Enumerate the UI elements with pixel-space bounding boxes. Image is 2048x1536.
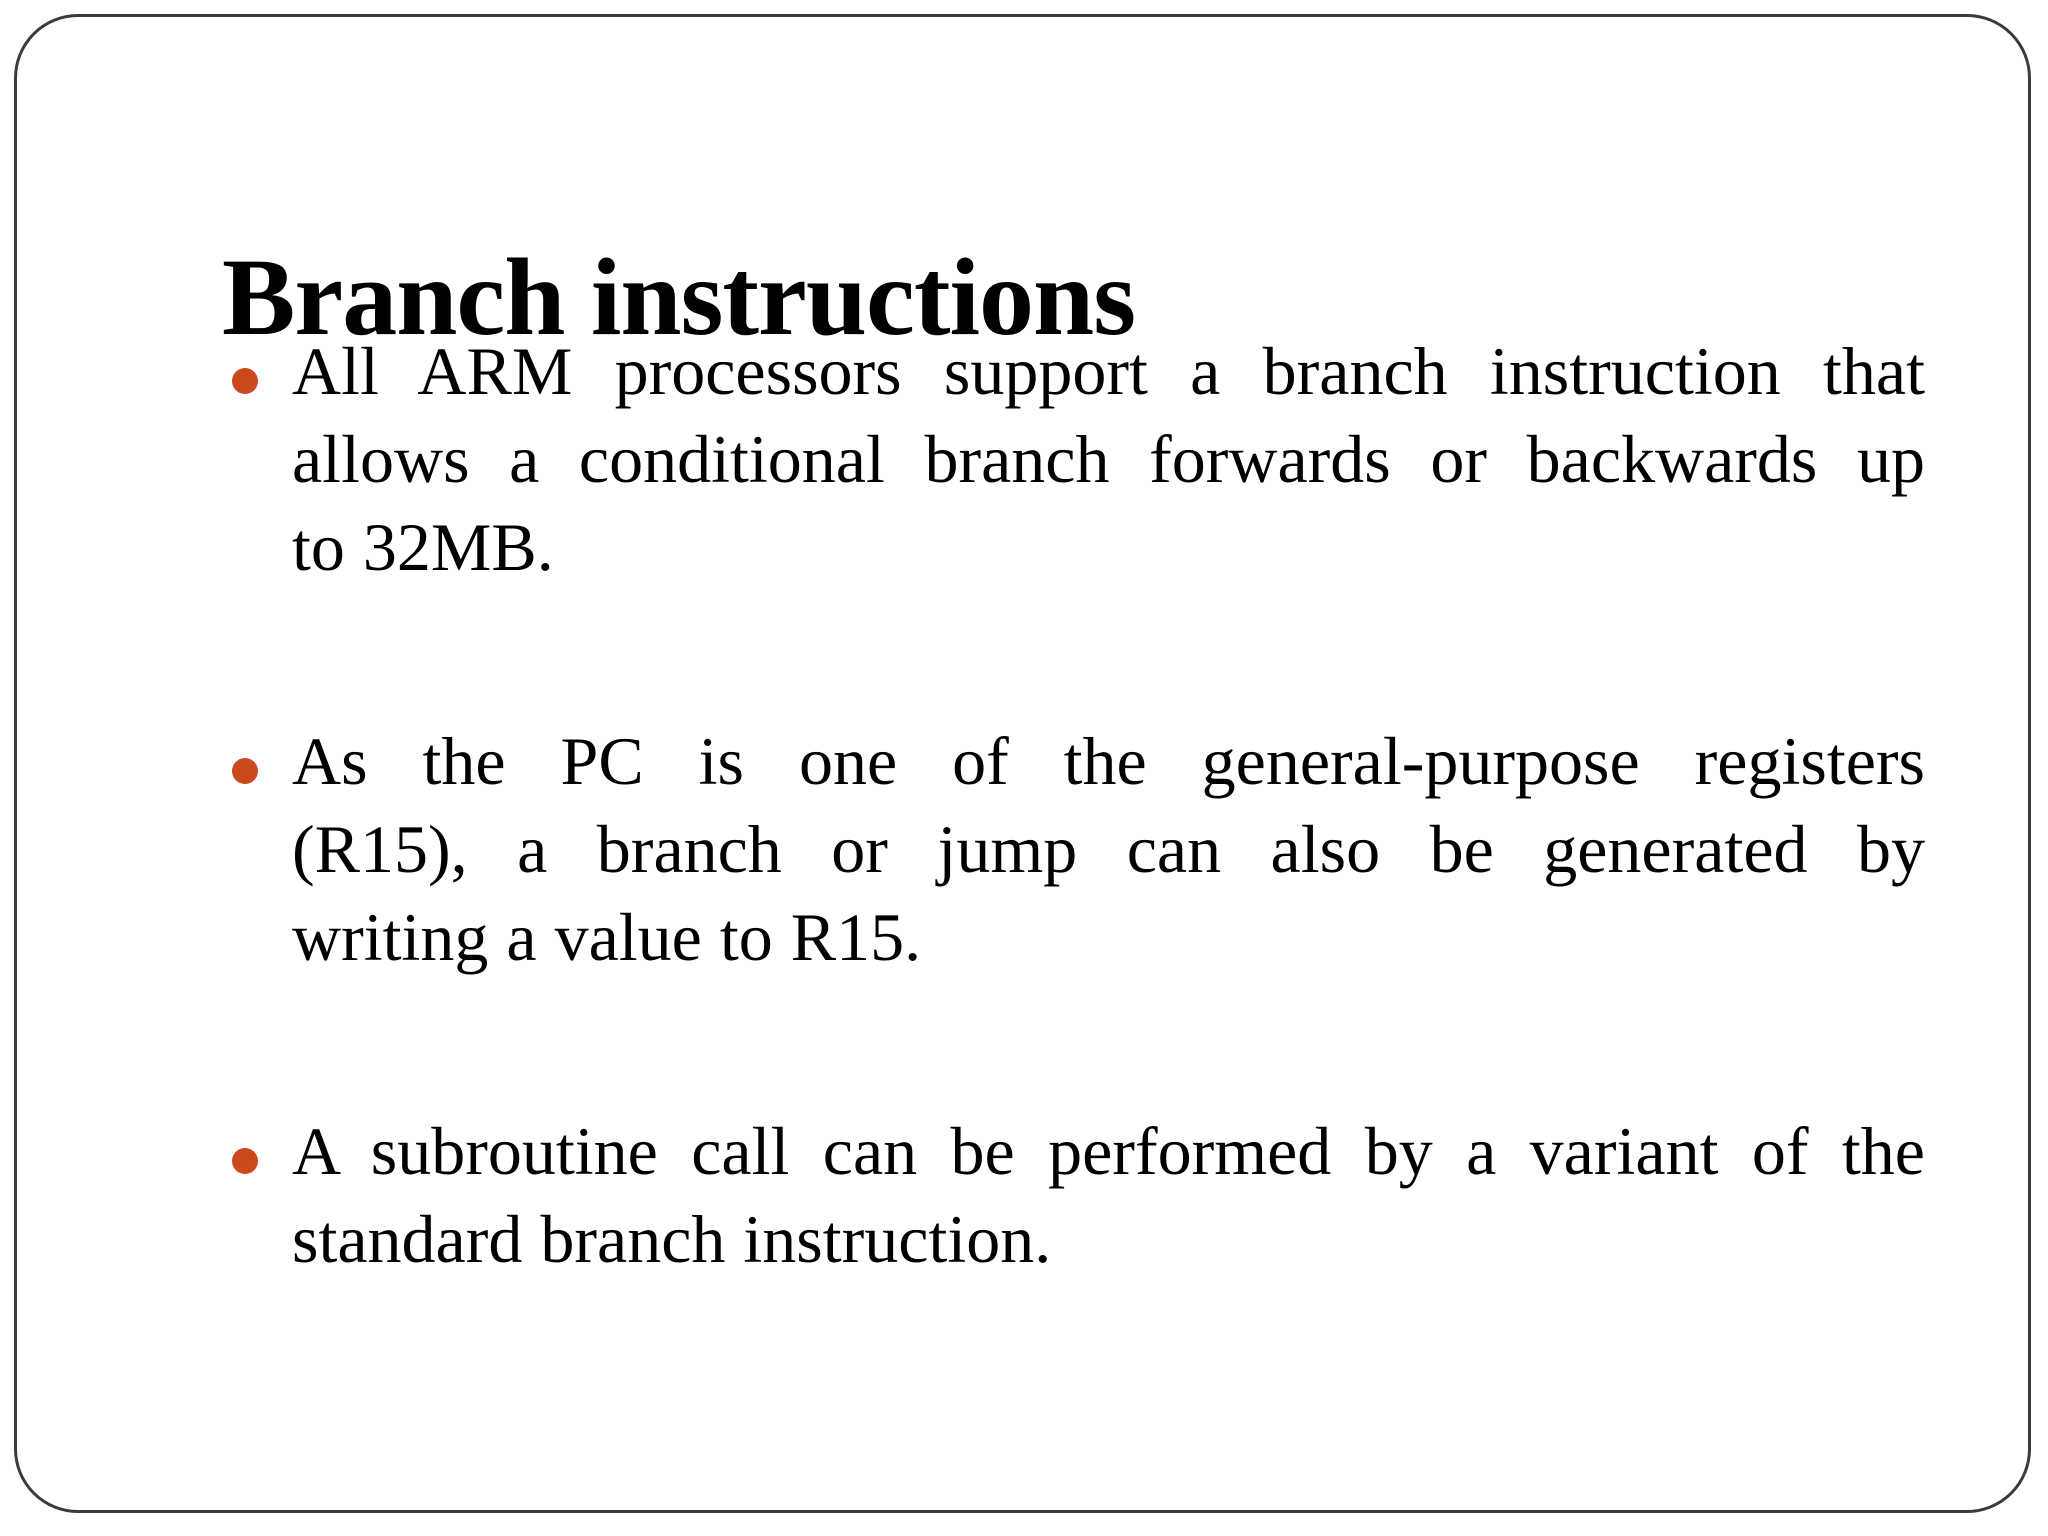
bullet-line: (R15), a branch or jump can also be gene… (292, 811, 1925, 887)
bullet-line: As the PC is one of the general-purpose … (292, 723, 1925, 799)
bullet-line: A subroutine call can be performed by a … (292, 1113, 1925, 1189)
slide-frame (14, 14, 2031, 1513)
bullet-dot-icon (232, 368, 258, 394)
bullet-line: writing a value to R15. (292, 899, 922, 975)
bullet-dot-icon (232, 758, 258, 784)
bullet-item: All ARM processors support a branch inst… (230, 327, 1925, 591)
slide-title: Branch instructions (222, 235, 1136, 358)
bullet-line: to 32MB. (292, 509, 554, 585)
bullet-dot-icon (232, 1148, 258, 1174)
bullet-item: As the PC is one of the general-purpose … (230, 717, 1925, 981)
bullet-line: All ARM processors support a branch inst… (292, 333, 1925, 409)
bullet-line: allows a conditional branch forwards or … (292, 421, 1925, 497)
bullet-line: standard branch instruction. (292, 1201, 1052, 1277)
bullet-list: All ARM processors support a branch inst… (230, 327, 1925, 1283)
bullet-item: A subroutine call can be performed by a … (230, 1107, 1925, 1283)
